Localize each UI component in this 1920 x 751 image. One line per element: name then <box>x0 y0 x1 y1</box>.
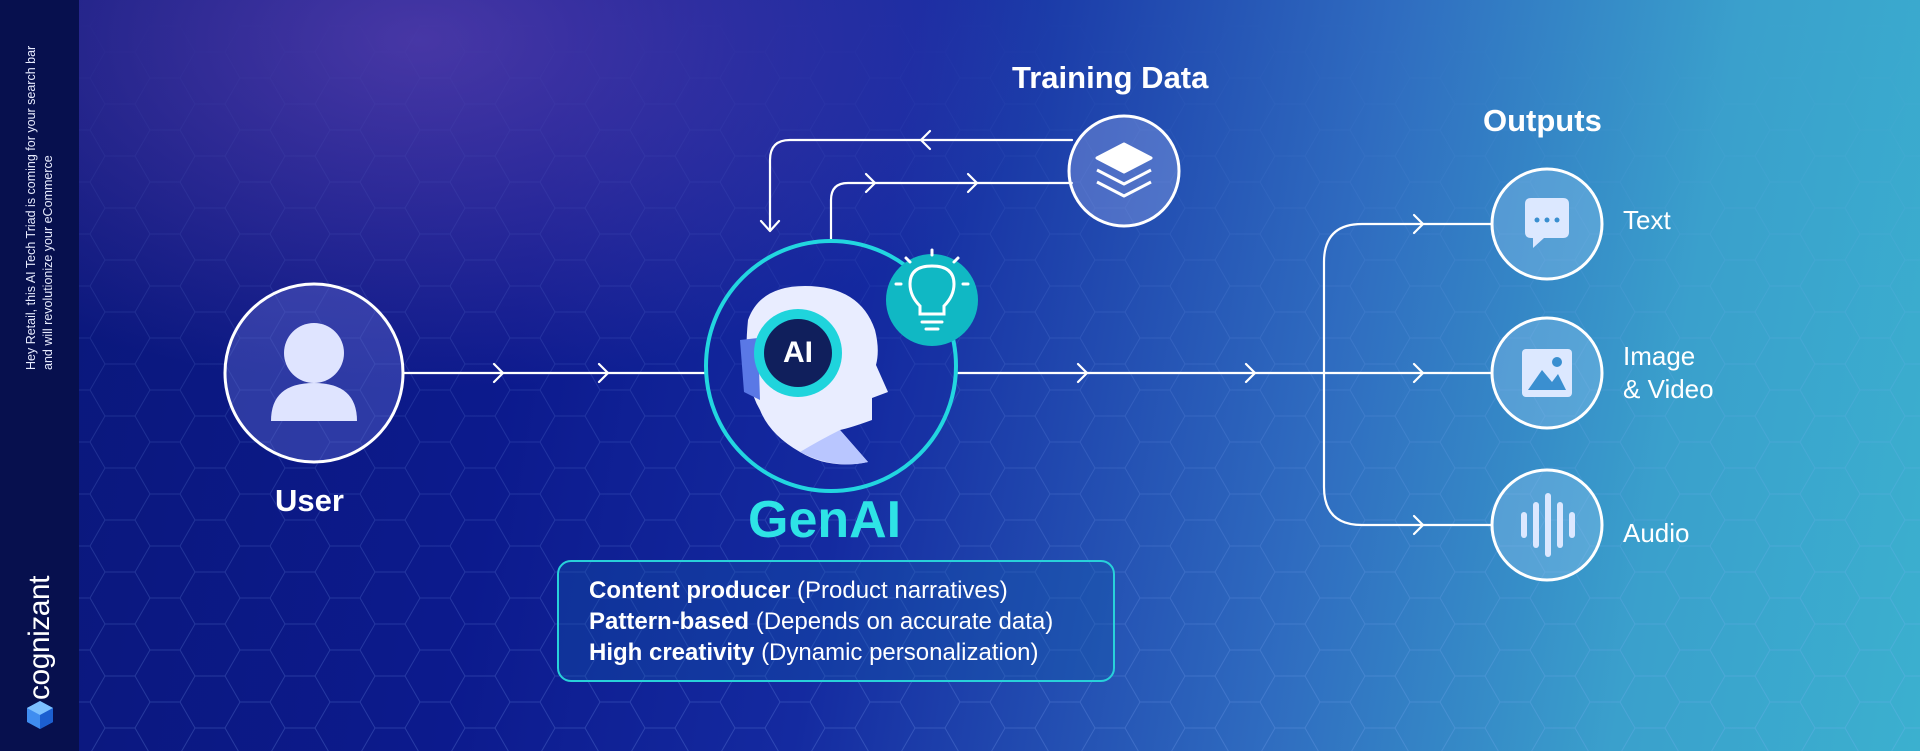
description-term: Content producer <box>589 577 791 604</box>
image-icon <box>1522 349 1572 397</box>
description-line: Content producer (Product narratives) <box>589 575 1113 606</box>
output-label-image: Image <box>1623 341 1696 371</box>
layers-icon <box>1095 142 1153 198</box>
output-label-video: & Video <box>1623 374 1714 404</box>
user-icon <box>271 323 357 421</box>
arrowhead <box>492 362 505 384</box>
lightbulb-icon <box>894 248 970 331</box>
description-term: Pattern-based <box>589 608 750 635</box>
output-node-text <box>1490 167 1604 281</box>
description-line: Pattern-based (Depends on accurate data) <box>589 606 1113 637</box>
description-detail: (Dynamic personalization) <box>761 639 1039 666</box>
arrowhead <box>1412 213 1425 235</box>
output-node-audio <box>1490 468 1604 582</box>
description-detail: (Product narratives) <box>797 577 1008 604</box>
outputs-label: Outputs <box>1483 103 1602 138</box>
genai-description-box: Content producer (Product narratives) Pa… <box>557 560 1115 682</box>
description-detail: (Depends on accurate data) <box>755 608 1054 635</box>
sidebar: Hey Retail, this AI Tech Triad is coming… <box>0 0 79 751</box>
arrowhead <box>966 172 979 194</box>
output-label-text: Text <box>1623 205 1671 235</box>
training-data-node <box>1067 114 1181 228</box>
arrowhead <box>864 172 877 194</box>
arrowhead <box>759 219 781 233</box>
output-node-image-video <box>1490 316 1604 430</box>
genai-label: GenAI <box>748 491 902 549</box>
arrowhead <box>919 129 932 151</box>
output-label-audio: Audio <box>1623 518 1690 548</box>
arrowhead <box>597 362 610 384</box>
description-line: High creativity (Dynamic personalization… <box>589 637 1113 668</box>
arrowhead <box>1076 362 1089 384</box>
chat-bubble-icon <box>1525 198 1569 248</box>
user-label: User <box>275 483 344 518</box>
training-data-label: Training Data <box>1012 60 1209 95</box>
arrowhead <box>1244 362 1257 384</box>
lightbulb-badge <box>886 248 978 346</box>
arrowhead <box>1412 514 1425 536</box>
edge-branch-outputs <box>1322 222 1494 527</box>
edge-genai-to-training <box>829 181 1074 242</box>
user-node <box>223 282 405 464</box>
ai-head-icon <box>740 286 888 465</box>
cognizant-logo-icon <box>27 701 53 729</box>
ai-badge-text: AI <box>783 336 813 369</box>
sound-wave-icon <box>1521 493 1575 557</box>
edge-training-to-genai <box>768 138 1074 232</box>
description-term: High creativity <box>589 639 755 666</box>
arrowhead <box>1412 362 1425 384</box>
